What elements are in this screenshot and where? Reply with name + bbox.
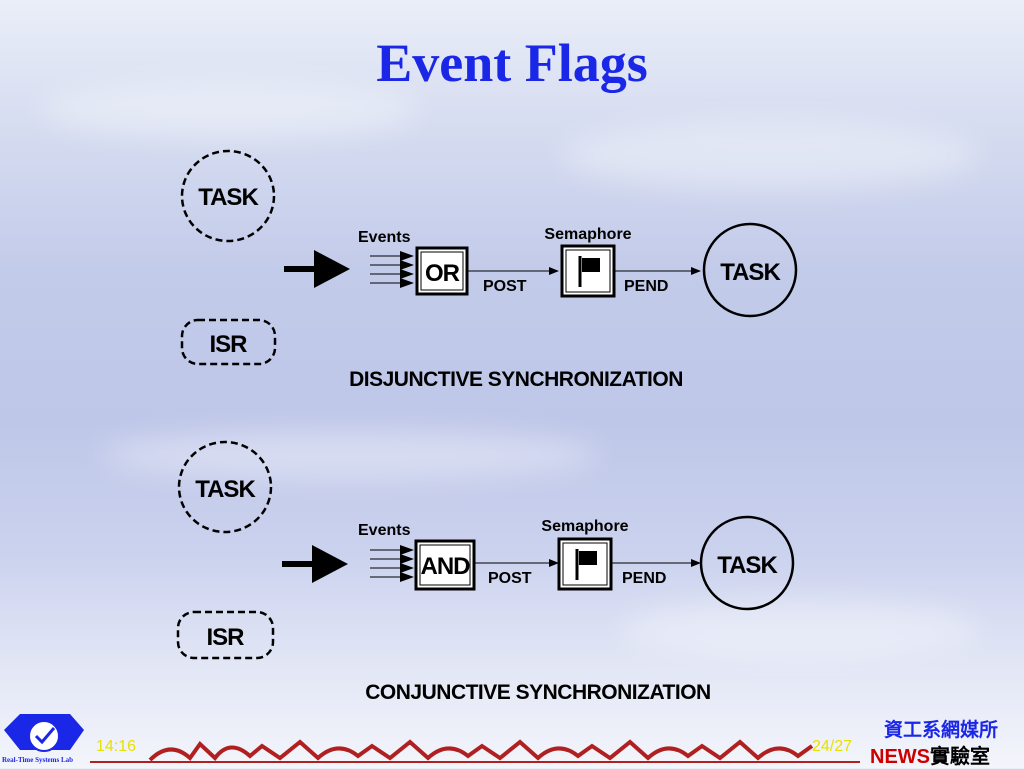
department-label: 資工系網媒所 [884, 720, 999, 741]
target-task-label: TASK [720, 259, 781, 286]
cloud-decoration [100, 430, 600, 480]
pend-label: PEND [622, 570, 666, 587]
source-isr-node [176, 610, 275, 660]
script-decoration [148, 739, 814, 762]
cloud-decoration [40, 80, 420, 140]
and-gate [414, 539, 476, 591]
lab-news: NEWS [870, 746, 930, 768]
target-task-node [702, 222, 798, 318]
page-number: 24/27 [812, 738, 853, 755]
lab-suffix: 實驗室 [930, 746, 990, 768]
cloud-decoration [620, 600, 980, 660]
input-arrow [284, 250, 350, 288]
target-task-label: TASK [717, 552, 778, 579]
pend-label: PEND [624, 278, 668, 295]
footer-decoration [4, 714, 860, 763]
lab-label: NEWS實驗室 [870, 740, 990, 769]
flag-icon [575, 549, 597, 580]
events-label: Events [358, 522, 411, 539]
input-arrow [282, 545, 348, 583]
post-label: POST [483, 278, 527, 295]
event-arrowheads [400, 545, 414, 582]
source-task-node [180, 149, 276, 243]
rtl-logo-icon [4, 714, 84, 752]
page-title: Event Flags [376, 33, 648, 93]
semaphore-label: Semaphore [544, 226, 631, 243]
semaphore-box [560, 244, 616, 298]
cloud-decoration [560, 120, 980, 190]
conjunctive-diagram: TASK ISR Events AND POST Semaphore [176, 440, 795, 704]
disjunctive-caption: DISJUNCTIVE SYNCHRONIZATION [349, 368, 683, 391]
source-task-node [177, 440, 273, 534]
source-task-label: TASK [198, 184, 259, 211]
event-arrowheads [400, 251, 414, 288]
source-isr-label: ISR [206, 624, 244, 651]
source-task-label: TASK [195, 476, 256, 503]
disjunctive-diagram: TASK ISR Events OR POST Semaphore [180, 149, 798, 391]
post-label: POST [488, 570, 532, 587]
semaphore-label: Semaphore [541, 518, 628, 535]
conjunctive-caption: CONJUNCTIVE SYNCHRONIZATION [365, 681, 710, 704]
target-task-node [699, 515, 795, 611]
source-isr-label: ISR [209, 331, 247, 358]
source-isr-node [180, 318, 277, 366]
logo-text: Real-Time Systems Lab [2, 756, 74, 764]
flag-icon [578, 256, 600, 287]
gate-label: AND [421, 553, 471, 580]
gate-label: OR [425, 260, 460, 287]
events-label: Events [358, 229, 411, 246]
footer-time: 14:16 [96, 738, 137, 755]
